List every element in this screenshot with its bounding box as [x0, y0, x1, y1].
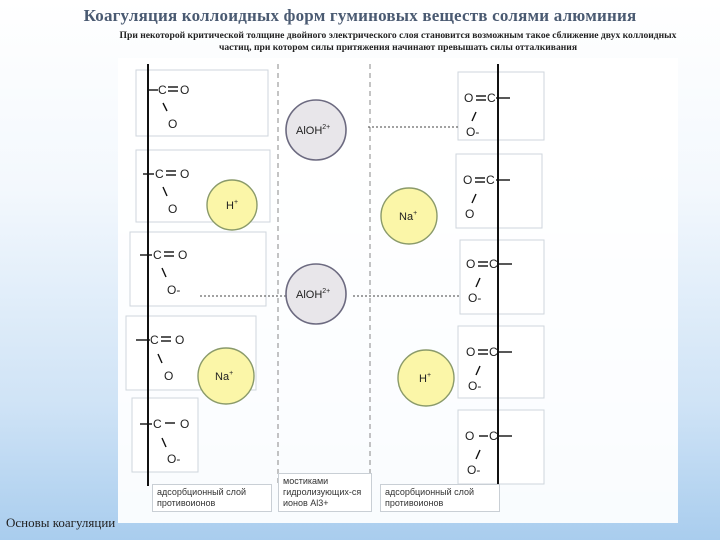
svg-text:O: O: [464, 91, 473, 105]
left-group-panel-1: [135, 69, 269, 137]
sodium-ion-2: Na+: [197, 347, 255, 405]
slide-footer: Основы коагуляции: [6, 515, 116, 530]
svg-text:O: O: [180, 417, 189, 431]
svg-text:C: C: [153, 248, 162, 262]
svg-text:Na+: Na+: [215, 370, 233, 383]
svg-text:H+: H+: [226, 199, 238, 212]
legend-aluminium-bridges: мостиками гидролизующих-ся ионов Al3+: [278, 473, 372, 512]
right-group-panel-5: [457, 409, 545, 485]
svg-text:AlOH2+: AlOH2+: [296, 288, 330, 301]
svg-text:C: C: [487, 91, 496, 105]
legend-right-counterions: адсорбционный слой противоионов: [380, 484, 500, 512]
svg-text:Na+: Na+: [399, 210, 417, 223]
left-group-panel-5: [131, 397, 199, 473]
left-carboxyl-group-3: C O O-: [140, 248, 187, 297]
svg-text:C: C: [153, 417, 162, 431]
svg-text:O: O: [175, 333, 184, 347]
svg-text:O-: O-: [466, 125, 479, 139]
left-carboxyl-group-5: C O O-: [140, 417, 189, 466]
svg-text:O-: O-: [467, 463, 480, 477]
svg-text:AlOH2+: AlOH2+: [296, 124, 330, 137]
right-carboxyl-group-4: O C O-: [466, 345, 512, 393]
svg-text:O: O: [465, 207, 474, 221]
right-group-panel-3: [459, 239, 545, 315]
svg-text:O: O: [465, 429, 474, 443]
svg-text:O-: O-: [167, 283, 180, 297]
left-group-panel-3: [129, 231, 267, 307]
svg-text:O: O: [164, 369, 173, 383]
right-group-panel-1: [457, 71, 545, 141]
right-carboxyl-group-2: O C O: [463, 173, 510, 221]
svg-text:O: O: [466, 257, 475, 271]
svg-text:O: O: [466, 345, 475, 359]
legend-left-counterions: адсорбционный слой противоионов: [152, 484, 272, 512]
hydrogen-ion-2: H+: [397, 349, 455, 407]
svg-text:O: O: [168, 117, 177, 131]
svg-text:C: C: [155, 167, 164, 181]
svg-text:O: O: [180, 167, 189, 181]
svg-text:C: C: [489, 345, 498, 359]
svg-text:C: C: [486, 173, 495, 187]
svg-text:O-: O-: [167, 452, 180, 466]
svg-text:C: C: [489, 429, 498, 443]
svg-text:O: O: [168, 202, 177, 216]
right-group-panel-4: [457, 325, 545, 399]
left-carboxyl-group-4: C O O: [136, 333, 184, 383]
svg-text:C: C: [158, 83, 167, 97]
svg-text:C: C: [489, 257, 498, 271]
left-carboxyl-group-1: C O O: [148, 83, 189, 131]
slide-title: Коагуляция коллоидных форм гуминовых вещ…: [83, 6, 637, 25]
aluminium-hydroxo-ion-2: AlOH2+: [285, 263, 347, 325]
right-carboxyl-group-5: O C O-: [465, 429, 512, 477]
svg-text:O: O: [178, 248, 187, 262]
svg-text:C: C: [150, 333, 159, 347]
right-carboxyl-group-1: O C O-: [464, 91, 510, 139]
sodium-ion-1: Na+: [380, 187, 438, 245]
svg-text:O-: O-: [468, 379, 481, 393]
svg-text:O: O: [180, 83, 189, 97]
aluminium-hydroxo-ion-1: AlOH2+: [285, 99, 347, 161]
slide-subtitle: При некоторой критической толщине двойно…: [119, 30, 677, 53]
svg-text:O-: O-: [468, 291, 481, 305]
svg-text:O: O: [463, 173, 472, 187]
svg-text:H+: H+: [419, 372, 431, 385]
left-carboxyl-group-2: C O O: [143, 167, 189, 216]
hydrogen-ion-1: H+: [206, 179, 258, 231]
right-carboxyl-group-3: O C O-: [466, 257, 512, 305]
